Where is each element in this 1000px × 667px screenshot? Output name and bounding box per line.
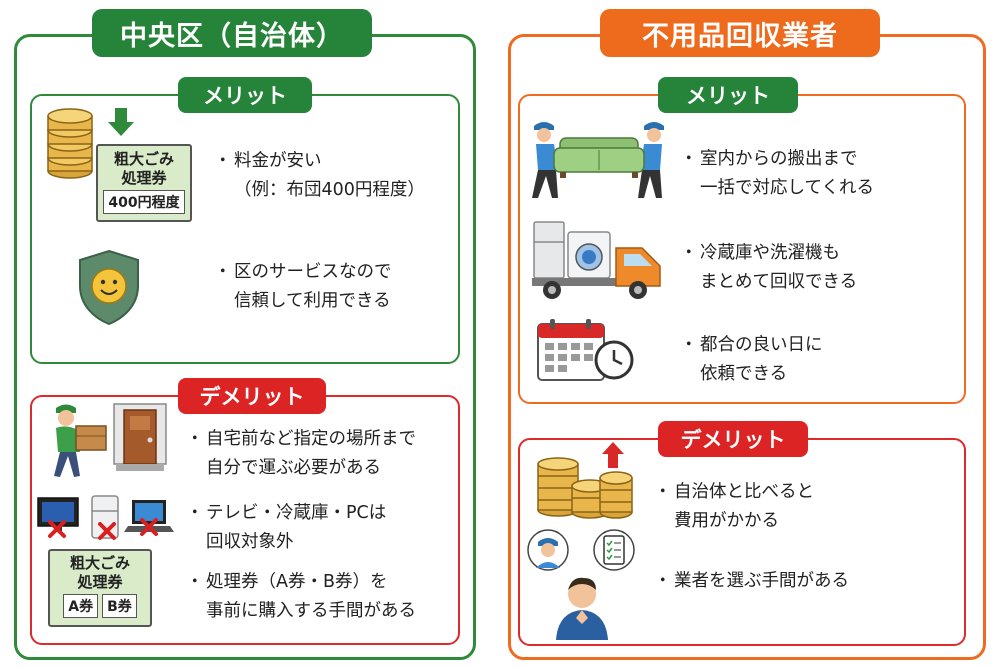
up-arrow-icon bbox=[602, 442, 624, 468]
ticket-icon: 粗大ごみ 処理券 400円程度 bbox=[96, 144, 192, 222]
truck-with-appliances-icon bbox=[532, 221, 661, 299]
excluded-appliances-icons bbox=[37, 495, 174, 540]
left-demerit-label: デメリット bbox=[178, 378, 326, 414]
thinking-man-icon bbox=[556, 577, 608, 640]
laptop-icon bbox=[124, 500, 174, 532]
right-merit-item-3: ・都合の良い日に 依頼できる bbox=[680, 335, 823, 384]
ticket-a: A券 bbox=[63, 594, 99, 618]
left-panel-title: 中央区（自治体） bbox=[92, 9, 372, 57]
right-merit-label: メリット bbox=[658, 77, 798, 113]
calendar-clock-icon bbox=[537, 319, 634, 381]
right-merit-item-2: ・冷蔵庫や洗濯機も まとめて回収できる bbox=[680, 243, 858, 292]
right-panel-title: 不用品回収業者 bbox=[600, 9, 880, 57]
right-demerit-label: デメリット bbox=[658, 421, 808, 457]
mover-with-box-icon bbox=[54, 404, 107, 477]
red-x-icon bbox=[48, 518, 158, 540]
ticket-b: B券 bbox=[102, 594, 137, 618]
left-demerit-item-2: ・テレビ・冷蔵庫・PCは 回収対象外 bbox=[186, 503, 387, 552]
down-arrow-icon bbox=[108, 108, 134, 136]
worker-thought-icon bbox=[527, 529, 569, 571]
ticket-price: 400円程度 bbox=[103, 190, 185, 214]
checklist-icon bbox=[593, 529, 635, 571]
ticket-line1: 粗大ごみ bbox=[69, 554, 130, 572]
left-merit-item-1: ・料金が安い （例：布団400円程度） bbox=[214, 151, 425, 200]
right-merit-item-1: ・室内からの搬出まで 一括で対応してくれる bbox=[680, 149, 874, 198]
left-merit-item-2: ・区のサービスなので 信頼して利用できる bbox=[214, 262, 392, 311]
ticket-line1: 粗大ごみ bbox=[113, 150, 174, 168]
door-icon bbox=[113, 403, 167, 471]
movers-sofa-icon bbox=[532, 122, 664, 198]
right-demerit-item-2: ・業者を選ぶ手間がある bbox=[654, 571, 849, 591]
coin-stack-icon bbox=[47, 108, 93, 179]
ticket-line2: 処理券 bbox=[121, 169, 167, 187]
tv-icon bbox=[37, 497, 79, 532]
right-demerit-item-1: ・自治体と比べると 費用がかかる bbox=[654, 482, 814, 531]
left-demerit-item-1: ・自宅前など指定の場所まで 自分で運ぶ必要がある bbox=[186, 429, 416, 478]
left-merit-label: メリット bbox=[178, 77, 312, 113]
coin-stack-icon bbox=[537, 457, 633, 519]
ticket-line2: 処理券 bbox=[77, 573, 123, 591]
smiley-shield-icon bbox=[79, 249, 139, 326]
left-demerit-item-3: ・処理券（A券・B券）を 事前に購入する手間がある bbox=[186, 572, 416, 621]
worker-thought-and-thinking-man-icon bbox=[527, 529, 635, 640]
